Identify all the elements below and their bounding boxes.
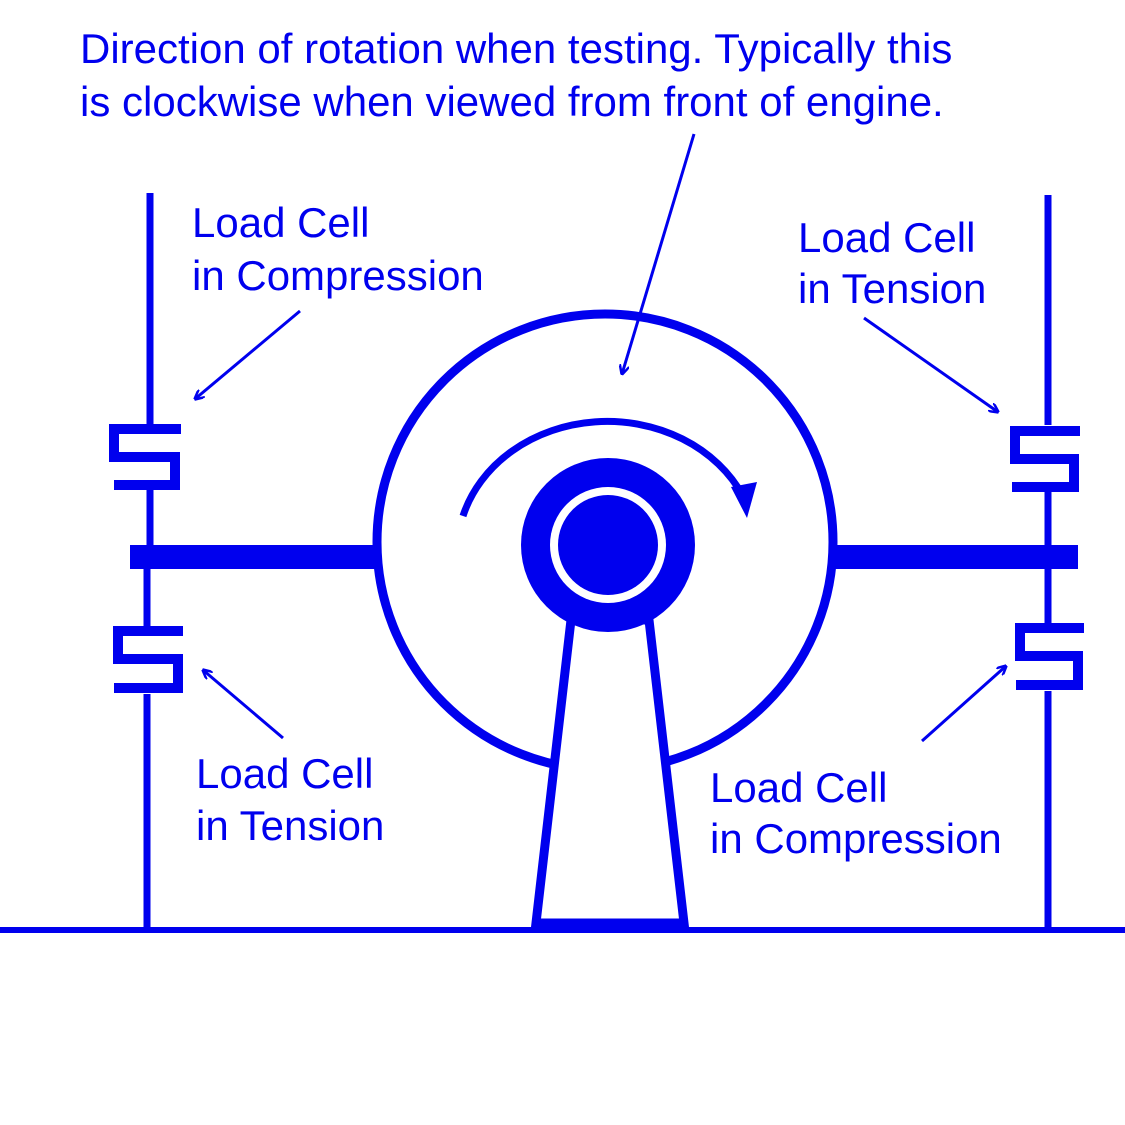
label-bottom-right-line-2: in Compression xyxy=(710,815,1002,862)
label-bottom-right: Load Cell in Compression xyxy=(710,764,1002,862)
label-bottom-left-pointer xyxy=(203,670,284,740)
title-line-1: Direction of rotation when testing. Typi… xyxy=(80,25,952,72)
load-cell-top-right-icon xyxy=(1010,426,1080,492)
load-cell-bottom-left-icon xyxy=(113,626,183,693)
rotation-arrowhead-icon xyxy=(731,482,757,518)
load-cell-bottom-right-icon xyxy=(1015,623,1084,690)
label-top-right-line-2: in Tension xyxy=(798,265,986,312)
label-top-left-line-2: in Compression xyxy=(192,252,484,299)
label-top-left-pointer xyxy=(195,309,301,399)
load-cell-top-left-icon xyxy=(109,424,181,490)
label-top-right-line-1: Load Cell xyxy=(798,214,975,261)
clockwise-rotation-arrow-icon xyxy=(459,417,747,518)
left-support xyxy=(143,193,154,930)
label-top-right-pointer xyxy=(863,316,998,412)
label-top-left: Load Cell in Compression xyxy=(192,199,484,299)
label-top-left-line-1: Load Cell xyxy=(192,199,369,246)
pedestal xyxy=(530,615,690,928)
label-bottom-left-line-2: in Tension xyxy=(196,802,384,849)
label-bottom-right-pointer xyxy=(921,666,1006,743)
label-top-right: Load Cell in Tension xyxy=(798,214,986,312)
label-bottom-left: Load Cell in Tension xyxy=(196,750,384,849)
title-pointer-arrow xyxy=(622,133,696,374)
shaft-hub xyxy=(521,458,695,632)
label-bottom-left-line-1: Load Cell xyxy=(196,750,373,797)
label-bottom-right-line-1: Load Cell xyxy=(710,764,887,811)
title-line-2: is clockwise when viewed from front of e… xyxy=(80,78,944,125)
